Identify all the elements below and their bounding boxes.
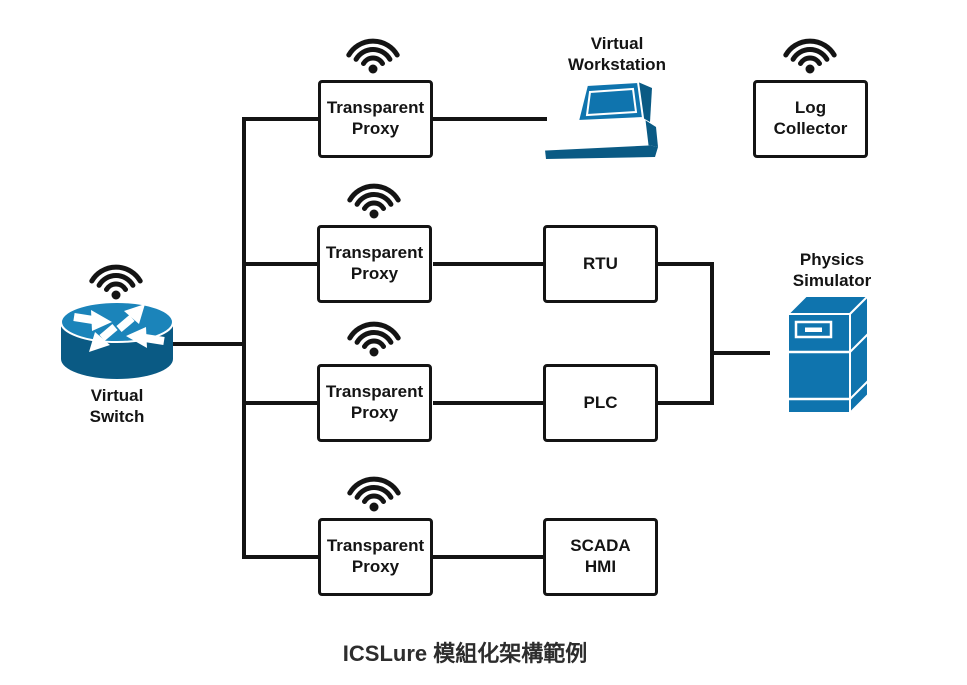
line-trunk (242, 117, 318, 559)
node-label: SCADA HMI (570, 536, 631, 576)
wifi-icon (786, 41, 834, 73)
virtual-switch-label: Virtual Switch (89, 386, 145, 426)
server-tower-icon (785, 293, 871, 416)
virtual-workstation-label: Virtual Workstation (568, 34, 666, 74)
wifi-icon (350, 186, 398, 218)
node-transparent-proxy-2: Transparent Proxy (317, 225, 432, 303)
node-log-collector: Log Collector (753, 80, 868, 158)
router-arrows (73, 304, 165, 352)
connection-lines (170, 117, 770, 559)
server-slot-bar (805, 327, 822, 332)
node-transparent-proxy-4: Transparent Proxy (318, 518, 433, 596)
wifi-icon (350, 324, 398, 356)
laptop-keyboard (543, 119, 649, 151)
diagram-caption: ICSLure 模組化架構範例 (342, 641, 588, 666)
node-label: PLC (583, 392, 618, 412)
wifi-icon (350, 479, 398, 511)
node-label: Transparent Proxy (325, 382, 424, 422)
laptop-screen-inner (585, 87, 638, 117)
node-label: RTU (583, 253, 618, 273)
wifi-icon (349, 41, 397, 73)
laptop-screen-edge (638, 82, 652, 122)
laptop-base-front (545, 145, 658, 159)
laptop-keyboard-grid (553, 120, 648, 150)
node-label: Transparent Proxy (326, 536, 425, 576)
node-rtu: RTU (543, 225, 658, 303)
laptop-icon (543, 80, 658, 159)
laptop-base-edge (645, 120, 658, 147)
line-rtu-plc-join (658, 262, 714, 405)
physics-simulator-label: Physics Simulator (792, 250, 872, 290)
node-scada-hmi: SCADA HMI (543, 518, 658, 596)
wifi-icon (92, 267, 140, 299)
node-label: Log Collector (773, 98, 848, 138)
node-plc: PLC (543, 364, 658, 442)
node-label: Transparent Proxy (326, 98, 425, 138)
router-switch-icon (60, 301, 174, 379)
node-transparent-proxy-3: Transparent Proxy (317, 364, 432, 442)
node-transparent-proxy-1: Transparent Proxy (318, 80, 433, 158)
node-label: Transparent Proxy (325, 243, 424, 283)
